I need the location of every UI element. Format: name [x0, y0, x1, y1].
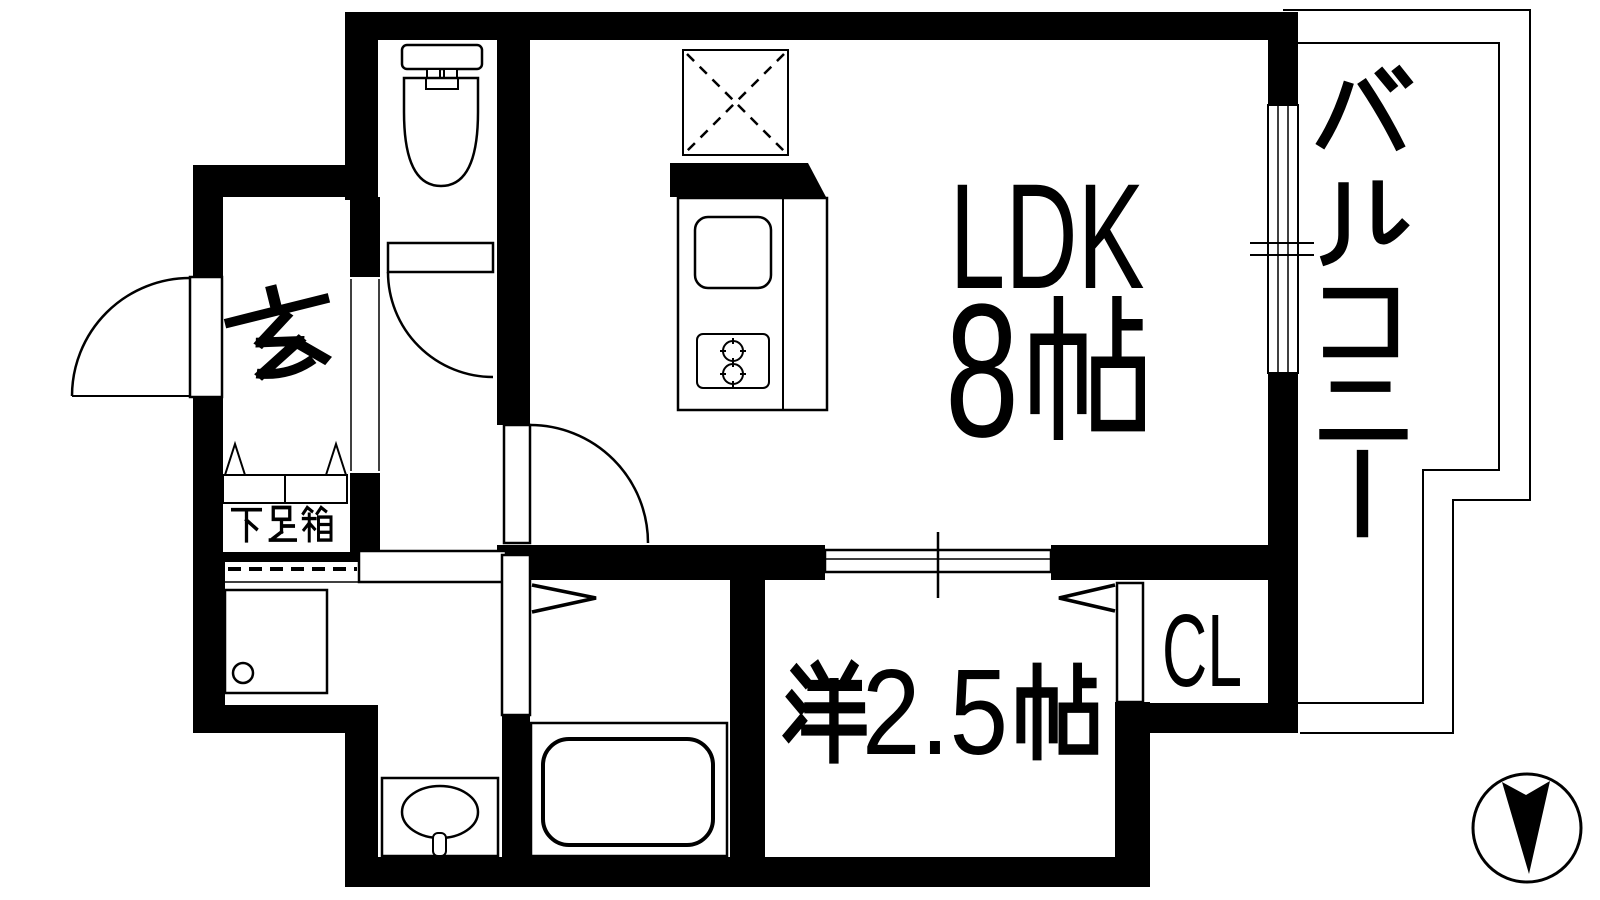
step-triangle-right	[324, 440, 348, 476]
balcony-inner-line	[1298, 42, 1500, 704]
label-entrance: 玄	[223, 284, 332, 381]
label-ldk: LDK 8 8帖	[945, 152, 1146, 477]
closet-door-leaf	[1115, 581, 1145, 704]
pocket-door-lintel	[225, 552, 358, 562]
washbasin-tap	[432, 832, 447, 857]
shoe-box: 下足箱	[222, 474, 348, 504]
toilet	[400, 43, 484, 188]
kitchen-sink	[693, 215, 773, 290]
toilet-tank	[400, 43, 484, 71]
wall-entrance-left-lower	[193, 395, 223, 552]
closet-folding-door-symbol	[1058, 583, 1116, 613]
wall-kitchen-stub	[670, 163, 826, 197]
step-triangle-left	[223, 440, 247, 476]
toilet-bowl-notch	[425, 78, 459, 90]
entrance-step	[223, 440, 348, 476]
north-arrow	[1471, 772, 1583, 884]
balcony-glyph-ni	[1319, 381, 1408, 440]
label-western-room: 洋2.5帖 2.5	[782, 644, 1099, 780]
bathtub	[541, 737, 715, 847]
closet-text: CL	[1162, 593, 1242, 708]
wall-top	[345, 12, 1298, 40]
toilet-door	[386, 241, 495, 379]
washbasin	[380, 776, 500, 858]
shoe-box-glyph-soku	[268, 505, 298, 542]
label-closet: CL	[1162, 593, 1242, 708]
bathroom-folding-door-symbol	[531, 583, 597, 614]
ldk-door	[502, 423, 650, 545]
wall-bath-right	[730, 580, 765, 887]
wall-ldk-bottom-right	[1051, 545, 1298, 580]
wall-hall-right	[497, 12, 530, 425]
refrigerator-cross-2	[686, 53, 785, 152]
balcony-outer-line	[1283, 9, 1531, 734]
ldk-name-text: LDK	[950, 152, 1145, 320]
refrigerator-space	[682, 49, 789, 156]
shoe-box-glyph-shita	[230, 507, 263, 543]
ldk-size-number-text: 8	[945, 265, 1019, 477]
balcony-glyph-ba	[1315, 64, 1414, 152]
bathroom-door-frame	[500, 553, 532, 717]
entrance-door	[70, 275, 224, 399]
pocket-door-panel	[357, 549, 508, 584]
entrance-gen-glyph	[223, 284, 332, 381]
wall-bottom-left-step	[193, 705, 378, 733]
balcony-glyph-ru	[1319, 180, 1410, 267]
wall-ldk-right-lower	[1268, 373, 1298, 733]
wall-bath-left	[502, 713, 530, 887]
walls	[193, 12, 1298, 887]
wall-entrance-divider-upper	[350, 197, 380, 277]
ldk-size-unit-glyph: 8帖	[1030, 296, 1146, 441]
bathroom-folding-door	[500, 553, 597, 717]
compass-needle	[1502, 781, 1550, 874]
balcony-window	[1250, 104, 1314, 374]
shoe-box-glyph-hako	[301, 505, 333, 543]
stove-burner-ticks	[720, 338, 746, 387]
washing-machine-pan	[223, 588, 329, 695]
label-shoe-box: 下足箱	[230, 505, 333, 543]
wall-ldk-right-upper	[1268, 40, 1298, 105]
wall-entrance-divider-lower	[350, 473, 380, 552]
wall-washroom-left	[193, 552, 225, 705]
balcony-outline: バルコニー	[1283, 9, 1531, 734]
wall-entrance-top	[193, 165, 353, 197]
toilet-door-swing-arc	[386, 271, 494, 379]
balcony-glyph-ko	[1323, 287, 1399, 358]
toilet-bowl	[402, 76, 480, 188]
window-frame	[1267, 104, 1299, 374]
washroom-pocket-door	[225, 549, 508, 584]
washing-pan-drain	[231, 661, 255, 685]
western-room-size-text: 2.5	[862, 644, 1008, 780]
western-room-sliding-door	[823, 532, 1053, 598]
wall-ldk-bottom-left	[497, 545, 825, 580]
ldk-door-swing-arc	[529, 423, 650, 544]
western-room-jo-glyph	[1016, 662, 1099, 761]
ldk-door-leaf	[502, 423, 532, 545]
entrance-door-leaf	[188, 275, 224, 399]
washbasin-bowl	[400, 784, 480, 840]
wall-entrance-left-upper	[193, 197, 223, 279]
western-room-yo-glyph	[782, 659, 867, 764]
toilet-hinge-right	[443, 68, 458, 79]
refrigerator-outline	[682, 49, 789, 156]
toilet-door-leaf	[386, 241, 495, 274]
bathroom	[529, 721, 729, 858]
kitchen-counter	[676, 196, 829, 412]
label-balcony: バルコニー	[1315, 64, 1414, 538]
closet-folding-door	[1058, 581, 1145, 704]
entrance-door-swing-arc	[70, 276, 191, 397]
toilet-hinge-left	[426, 68, 441, 79]
refrigerator-cross-1	[686, 53, 785, 152]
entrance-opening	[350, 279, 380, 471]
